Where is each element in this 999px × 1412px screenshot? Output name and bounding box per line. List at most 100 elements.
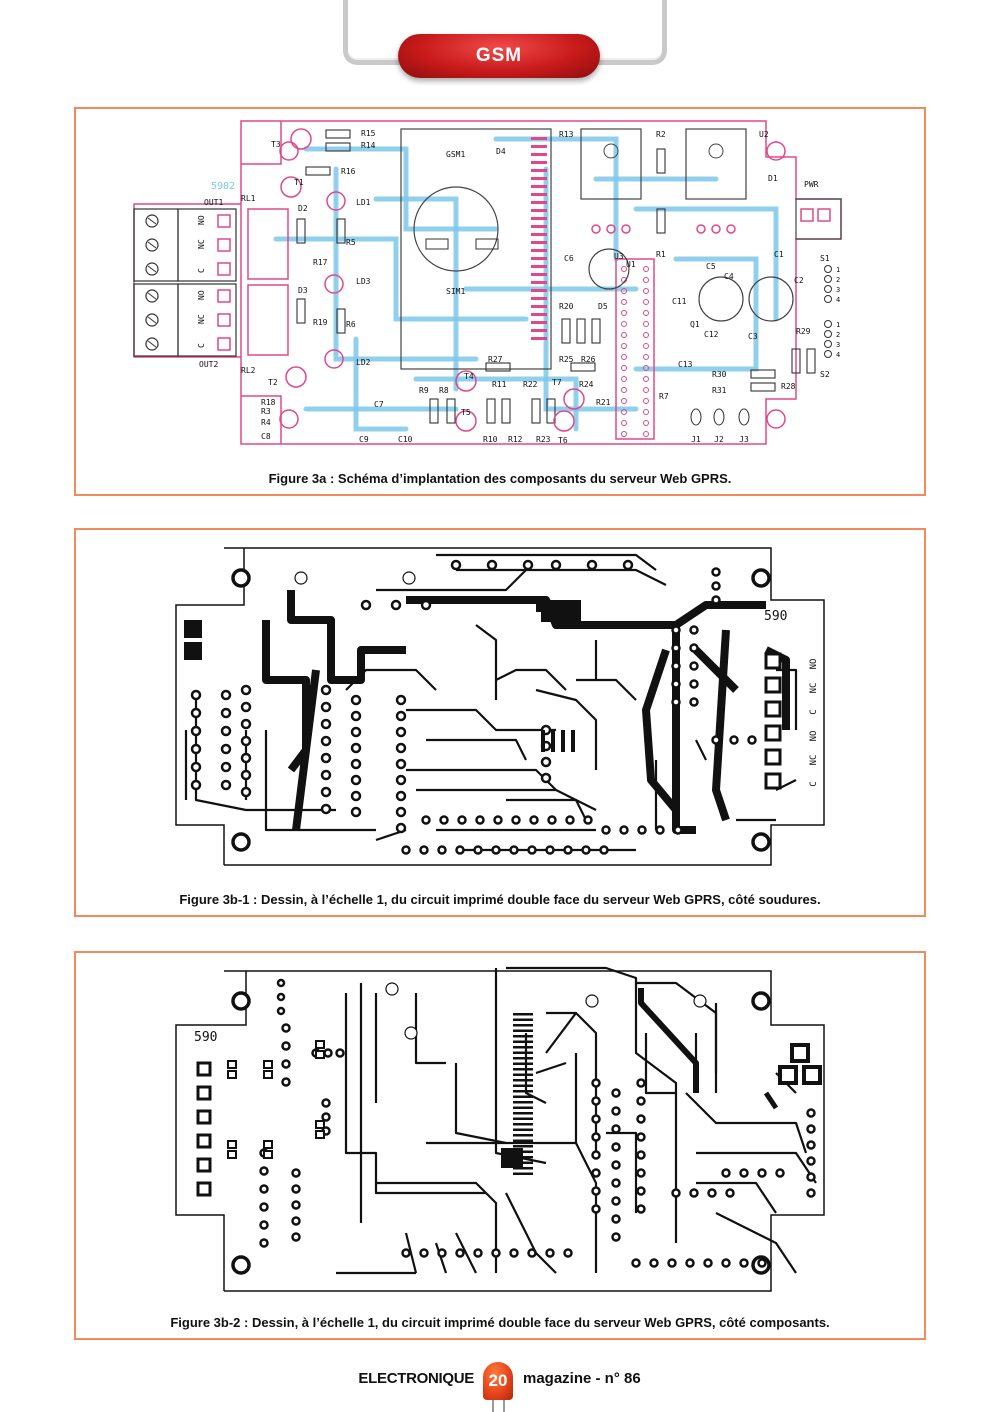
thin-trace [414,993,446,1065]
resistor-body [750,369,776,379]
copper-trace [333,166,479,362]
solder-pad [190,689,202,701]
output-label: OUT1 [204,198,223,207]
component-label: R11 [492,380,507,389]
component-label: R22 [523,380,538,389]
ic-pin [643,409,649,415]
ic-pin [621,431,627,437]
thin-trace [506,966,678,1243]
connector-finger [513,1068,533,1071]
switch-position-label: 4 [836,351,840,359]
copper-trace [273,236,529,322]
solder-pad [475,815,485,825]
solder-pad [395,726,407,738]
component-label: R28 [781,382,796,391]
solder-pad [486,559,498,571]
solder-pad [545,1248,555,1258]
mounting-hole [231,991,251,1011]
solder-pad [611,1088,621,1098]
thin-trace [545,1012,577,1054]
thick-trace [262,620,310,773]
solder-pad [655,825,665,835]
component-label: R9 [419,386,429,395]
thin-trace [505,1192,557,1274]
thick-trace [406,596,766,629]
gsm-connector-pin [531,281,547,284]
terminal-pad [217,289,231,303]
thin-trace [715,1212,797,1274]
ic-pad [551,730,555,752]
connector-finger [513,1117,533,1120]
switch-contact [824,265,832,273]
ic-pin [643,376,649,382]
connector-finger [513,1101,533,1104]
solder-pad [350,742,362,754]
thin-trace [695,739,707,761]
resistor-body [485,362,511,372]
resistor-body [501,398,511,424]
power-pad [802,1065,822,1085]
component-label: D1 [768,174,778,183]
led-leg [492,1400,494,1412]
solder-pad [540,756,552,768]
solder-pad [240,684,252,696]
solder-pad [611,1214,621,1224]
component-label: R12 [508,435,523,444]
resistor-body [336,308,346,334]
solder-pad [611,1232,621,1242]
solder-pad [281,1023,291,1033]
transistor-outline [280,176,302,198]
component-label: R10 [483,435,498,444]
solder-pad [240,718,252,730]
solder-pad [321,1098,331,1108]
solder-pad [711,735,721,745]
solder-pad [685,1258,695,1268]
terminal-pad [764,772,782,790]
terminal-label: NC [809,755,819,766]
thin-trace [416,788,597,811]
solder-pad [591,1132,601,1142]
via-hole [294,571,308,585]
solder-pad [611,1142,621,1152]
solder-pad [220,761,232,773]
solder-pad [619,825,629,835]
gsm-connector-pin [531,257,547,260]
solder-pad [586,559,598,571]
switch-position-label: 4 [836,296,840,304]
component-label: R27 [488,355,503,364]
via-hole [693,994,707,1008]
connector-finger [513,1024,533,1027]
solder-pad [473,1248,483,1258]
thick-trace [693,647,739,693]
regulator-body [580,128,642,200]
transistor-outline [553,410,575,432]
solder-pad [320,735,332,747]
resistor-body [806,348,816,374]
section-label: GSM [475,45,523,66]
jumper-outline [713,408,725,426]
led-outline [324,349,344,369]
solder-pad [291,1232,301,1242]
component-label: C7 [374,400,384,409]
component-label: R7 [659,392,669,401]
solder-pad [721,1168,731,1178]
gsm-connector-pin [531,313,547,316]
component-label: C2 [794,276,804,285]
thin-trace [344,993,486,1195]
electrolytic-capacitor [748,276,794,322]
solder-pad [323,1048,333,1058]
terminal-pad [217,337,231,351]
mounting-hole [751,832,771,852]
switch-contact [824,285,832,293]
connector-finger [513,1123,533,1126]
terminal-screw-slot [147,241,157,249]
resistor-body [656,208,666,234]
component-label: R6 [346,320,356,329]
terminal-label: NO [197,290,206,300]
solder-pad [190,761,202,773]
solder-pad [320,718,332,730]
gsm-module-outline [400,128,552,370]
solder-pad [547,815,557,825]
via-hole [402,571,416,585]
terminal-pad [764,724,782,742]
